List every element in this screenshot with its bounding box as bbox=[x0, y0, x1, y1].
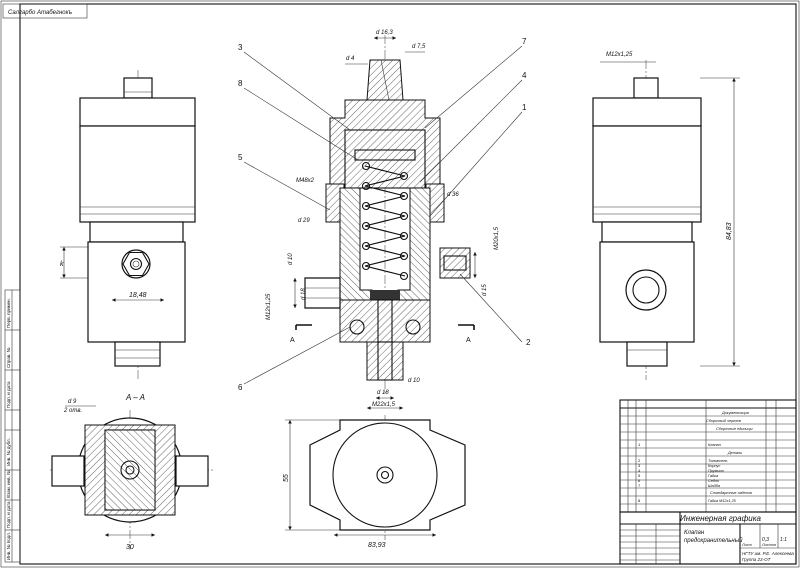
side-stamp: Перв. примен. Справ. № Подп. и дата Инв.… bbox=[4, 289, 21, 563]
specification-table: Документация Сборочный чертеж Сборочные … bbox=[619, 399, 797, 513]
part-name-line1: Клапан bbox=[684, 530, 705, 536]
side-label: Справ. № bbox=[6, 347, 11, 368]
spec-num: 4 bbox=[638, 468, 641, 473]
dim-d4: d 4 bbox=[346, 56, 355, 62]
callout-8: 8 bbox=[238, 79, 243, 88]
callout-5: 5 bbox=[238, 153, 243, 162]
section-a-a-label: A – A bbox=[125, 393, 145, 402]
spec-num: 1 bbox=[638, 442, 641, 447]
top-view: 55 83,93 bbox=[283, 415, 466, 549]
spec-num: 5 bbox=[638, 473, 641, 478]
top-stamp-text: Салгарбо Атабегнокъ bbox=[8, 10, 72, 16]
title-block: Инженерная графика Клапан предохранитель… bbox=[619, 511, 797, 565]
part-name-line2: предохранительный bbox=[684, 537, 743, 544]
dim-d29: d 29 bbox=[298, 218, 310, 224]
sheet-label: Лист bbox=[741, 543, 752, 547]
dim-d10-a: d 10 bbox=[288, 253, 294, 265]
callout-2: 2 bbox=[526, 338, 531, 347]
dim-m48: M48x2 bbox=[296, 178, 315, 184]
dim-18-48: 18,48 bbox=[129, 292, 147, 299]
side-label: Инв. № подл. bbox=[6, 532, 11, 560]
top-stamp-box bbox=[2, 3, 88, 19]
dim-d18-a: d 18 bbox=[301, 288, 307, 300]
dim-d16-3: d 16,3 bbox=[376, 30, 393, 36]
side-label: Подп. и дата bbox=[6, 501, 11, 528]
section-a-a: A – A d 9 2 отв. 30 bbox=[50, 393, 215, 551]
spec-num: 6 bbox=[638, 478, 641, 483]
dim-55: 55 bbox=[283, 474, 290, 482]
dim-d10-b: d 10 bbox=[408, 378, 420, 384]
section-dimensions: d 16,3 d 7,5 d 4 M48x2 d 36 d 29 d 10 d … bbox=[266, 30, 500, 410]
dim-k: k bbox=[60, 261, 64, 268]
section-view: A A bbox=[290, 35, 475, 395]
spec-row: Детали bbox=[727, 451, 743, 455]
spec-row: Документация bbox=[721, 411, 749, 415]
callout-4: 4 bbox=[522, 71, 527, 80]
callout-1: 1 bbox=[522, 103, 527, 112]
side-label: Подп. и дата bbox=[6, 381, 11, 408]
spec-row: Шайба bbox=[708, 484, 720, 488]
front-view: k 18,48 bbox=[60, 70, 196, 380]
spec-row: Гайка bbox=[708, 474, 718, 478]
cut-marker-right: A bbox=[466, 337, 471, 344]
callout-3: 3 bbox=[238, 43, 243, 52]
spec-row: Толкатель bbox=[708, 459, 728, 463]
spec-row: Сборочный чертеж bbox=[706, 419, 741, 423]
dim-d9: d 9 bbox=[68, 399, 77, 405]
spec-row: Гайка М12х1,25 bbox=[708, 499, 737, 503]
spec-row: Пружина bbox=[708, 469, 724, 473]
scale-value: 1:1 bbox=[780, 537, 787, 543]
dim-30: 30 bbox=[126, 544, 134, 551]
dim-m20: M20x1,5 bbox=[494, 226, 500, 250]
spec-num: 7 bbox=[638, 483, 641, 488]
dim-84-83: 84,83 bbox=[726, 222, 733, 240]
dim-d7-5: d 7,5 bbox=[412, 44, 426, 50]
spec-row: Клапан bbox=[708, 443, 722, 447]
inner-frame bbox=[19, 3, 797, 565]
dim-d18-b: d 18 bbox=[377, 390, 389, 396]
dim-m22: M22x1,5 bbox=[372, 402, 396, 408]
org-line1: НГТУ им. Р.Е. Алексеева bbox=[742, 551, 794, 556]
spec-num: 8 bbox=[638, 498, 641, 503]
side-label: Перв. примен. bbox=[6, 298, 11, 328]
spec-row: Корпус bbox=[708, 464, 720, 468]
callout-7: 7 bbox=[522, 37, 527, 46]
spec-row: Сборочные единицы bbox=[716, 427, 753, 431]
spec-num: 2 bbox=[638, 458, 641, 463]
spec-row: Стандартные изделия bbox=[710, 491, 752, 495]
spec-row: Седло bbox=[708, 479, 719, 483]
dim-83-93: 83,93 bbox=[368, 542, 386, 549]
drawing-title: Инженерная графика bbox=[680, 514, 761, 523]
dim-d15: d 15 bbox=[482, 284, 488, 296]
side-view: M12x1,25 84,83 bbox=[592, 52, 740, 380]
mass-value: 0,3 bbox=[762, 537, 769, 543]
dim-2-otv: 2 отв. bbox=[63, 408, 82, 414]
spec-num: 3 bbox=[638, 463, 641, 468]
cut-marker-left: A bbox=[290, 337, 295, 344]
dim-d36: d 36 bbox=[447, 192, 459, 198]
sheets-label: Листов bbox=[761, 543, 776, 547]
side-label: Взам. инв. № bbox=[6, 470, 11, 498]
side-label: Инв. № дубл. bbox=[6, 438, 11, 466]
callout-6: 6 bbox=[238, 383, 243, 392]
org-line2: Группа 23-ОТ bbox=[742, 557, 772, 562]
dim-m12-top: M12x1,25 bbox=[606, 52, 633, 58]
spring bbox=[364, 165, 406, 277]
dim-m12-left: M12x1,25 bbox=[266, 293, 272, 320]
callouts: 3 8 5 6 7 4 1 2 bbox=[238, 37, 531, 392]
